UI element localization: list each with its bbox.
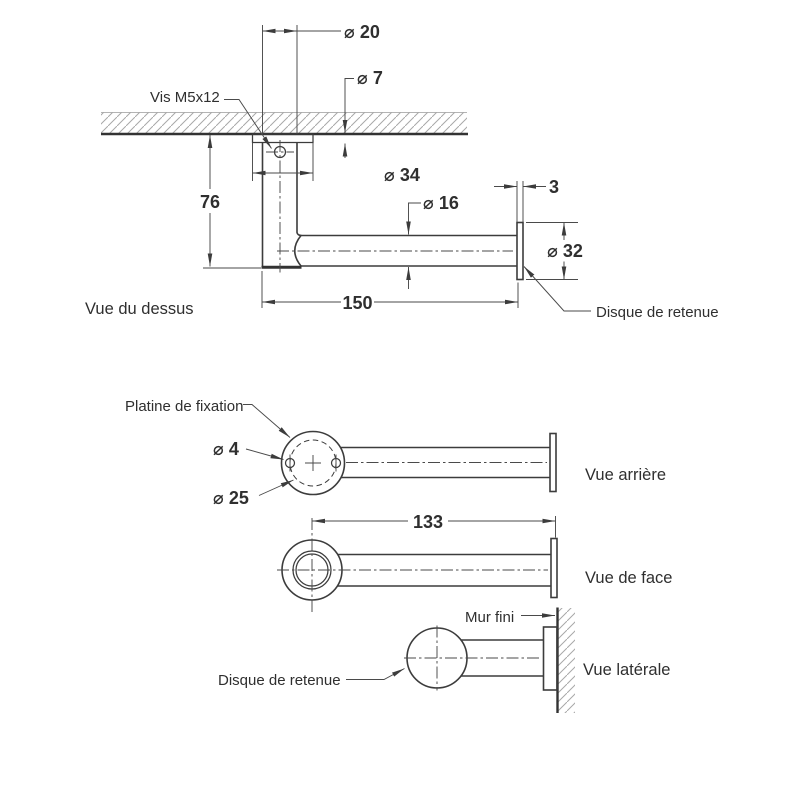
front-view-title: Vue de face (585, 569, 672, 587)
top-view: ⌀ 20 ⌀ 7 Vis M5x12 ⌀ 34 76 ⌀ 16 150 3 ⌀ … (85, 22, 719, 321)
dim-label-d16: ⌀ 16 (423, 193, 459, 213)
dim-label-d34: ⌀ 34 (384, 165, 420, 185)
rear-disc-edge (549, 432, 557, 493)
side-wall-hatch (557, 608, 575, 713)
rear-view-title: Vue arrière (585, 466, 666, 484)
dim-label-133: 133 (413, 512, 443, 532)
side-view-title: Vue latérale (583, 661, 670, 679)
rear-center-marks (289, 454, 337, 472)
disc-callout-leader (523, 266, 591, 312)
wall-hatch (101, 112, 467, 134)
dim-label-d32: ⌀ 32 (547, 241, 583, 261)
wall-callout-label: Mur fini (465, 609, 514, 626)
side-view: Mur fini Disque de retenue Vue latérale (218, 607, 670, 713)
top-centerlines (266, 140, 513, 273)
retaining-disc-edge (516, 221, 524, 281)
top-view-title: Vue du dessus (85, 300, 194, 318)
rear-view: Platine de fixation ⌀ 4 ⌀ 25 Vue arrière (125, 398, 666, 508)
plate-callout-leader (243, 404, 291, 438)
side-centerlines (404, 625, 540, 691)
dim-label-76: 76 (200, 192, 220, 212)
mounting-plate-section (251, 133, 314, 144)
disc-callout-label-side: Disque de retenue (218, 672, 341, 689)
dim-label-d20: ⌀ 20 (344, 22, 380, 42)
arm-end-cap-arc (293, 234, 302, 267)
dim-leader-d4 (245, 448, 284, 460)
stem-right-edge-and-arm-top (296, 142, 517, 237)
dim-leader-d25 (258, 479, 294, 496)
dim-label-d25: ⌀ 25 (213, 488, 249, 508)
dim-label-3: 3 (549, 177, 559, 197)
disc-callout-label: Disque de retenue (596, 304, 719, 321)
side-stem-tube (460, 639, 544, 677)
front-centerlines (277, 518, 548, 612)
dim-label-150: 150 (342, 293, 372, 313)
fixing-plate-circle (280, 430, 346, 496)
front-arm-tube (337, 553, 551, 587)
side-plate-edge (542, 626, 558, 691)
screw-callout-leader (224, 99, 272, 149)
disc-callout-leader-side (346, 668, 405, 680)
dim-label-d7: ⌀ 7 (357, 68, 383, 88)
rear-arm-tube (340, 446, 550, 479)
dim-leader-d7-upper (342, 78, 354, 133)
dim-label-d4: ⌀ 4 (213, 439, 239, 459)
screw-callout-label: Vis M5x12 (150, 89, 220, 106)
dim-leader-d16-upper (406, 202, 421, 235)
front-disc-edge (550, 537, 558, 599)
front-view: 133 Vue de face (277, 512, 672, 612)
plate-callout-label: Platine de fixation (125, 398, 243, 415)
